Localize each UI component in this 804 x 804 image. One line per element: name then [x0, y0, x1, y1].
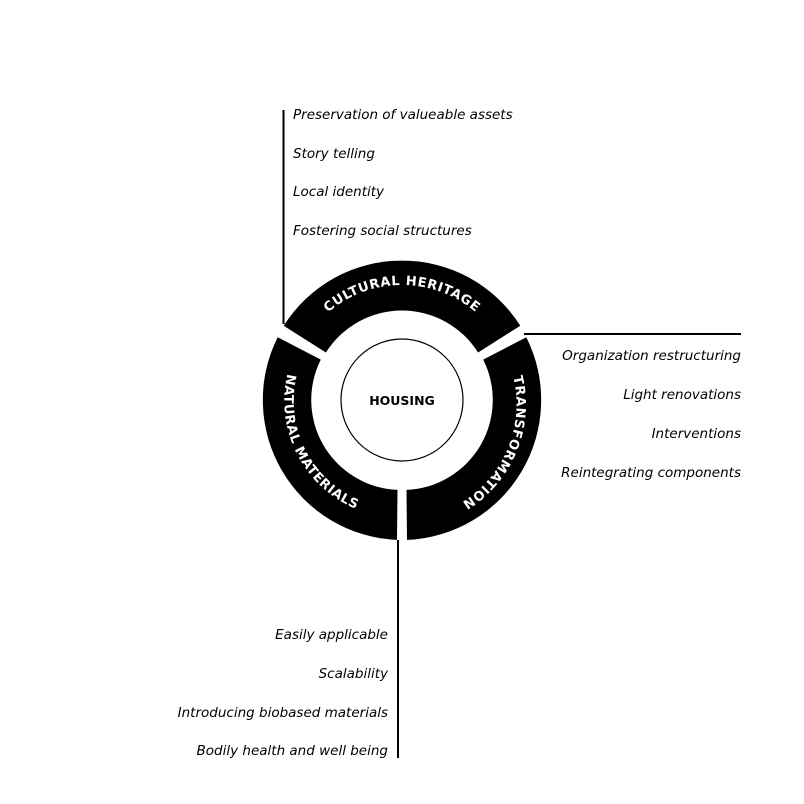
transformation-item: Reintegrating components: [561, 465, 741, 481]
transformation-item: Interventions: [652, 426, 741, 442]
cultural-item: Fostering social structures: [293, 223, 472, 239]
segment-transformation: [406, 337, 542, 540]
cultural-item: Story telling: [293, 146, 375, 162]
segment-cultural-heritage: [283, 260, 521, 353]
segment-natural-materials: [262, 337, 398, 540]
transformation-item: Organization restructuring: [562, 348, 741, 364]
natural-item: Introducing biobased materials: [178, 705, 388, 721]
center-label: HOUSING: [369, 393, 435, 408]
cultural-item: Preservation of valueable assets: [293, 107, 513, 123]
cultural-item: Local identity: [293, 184, 385, 200]
center-circle: [340, 338, 464, 462]
natural-item: Scalability: [319, 666, 389, 682]
transformation-item: Light renovations: [623, 387, 741, 403]
natural-item: Bodily health and well being: [197, 743, 389, 759]
natural-item: Easily applicable: [275, 627, 388, 643]
